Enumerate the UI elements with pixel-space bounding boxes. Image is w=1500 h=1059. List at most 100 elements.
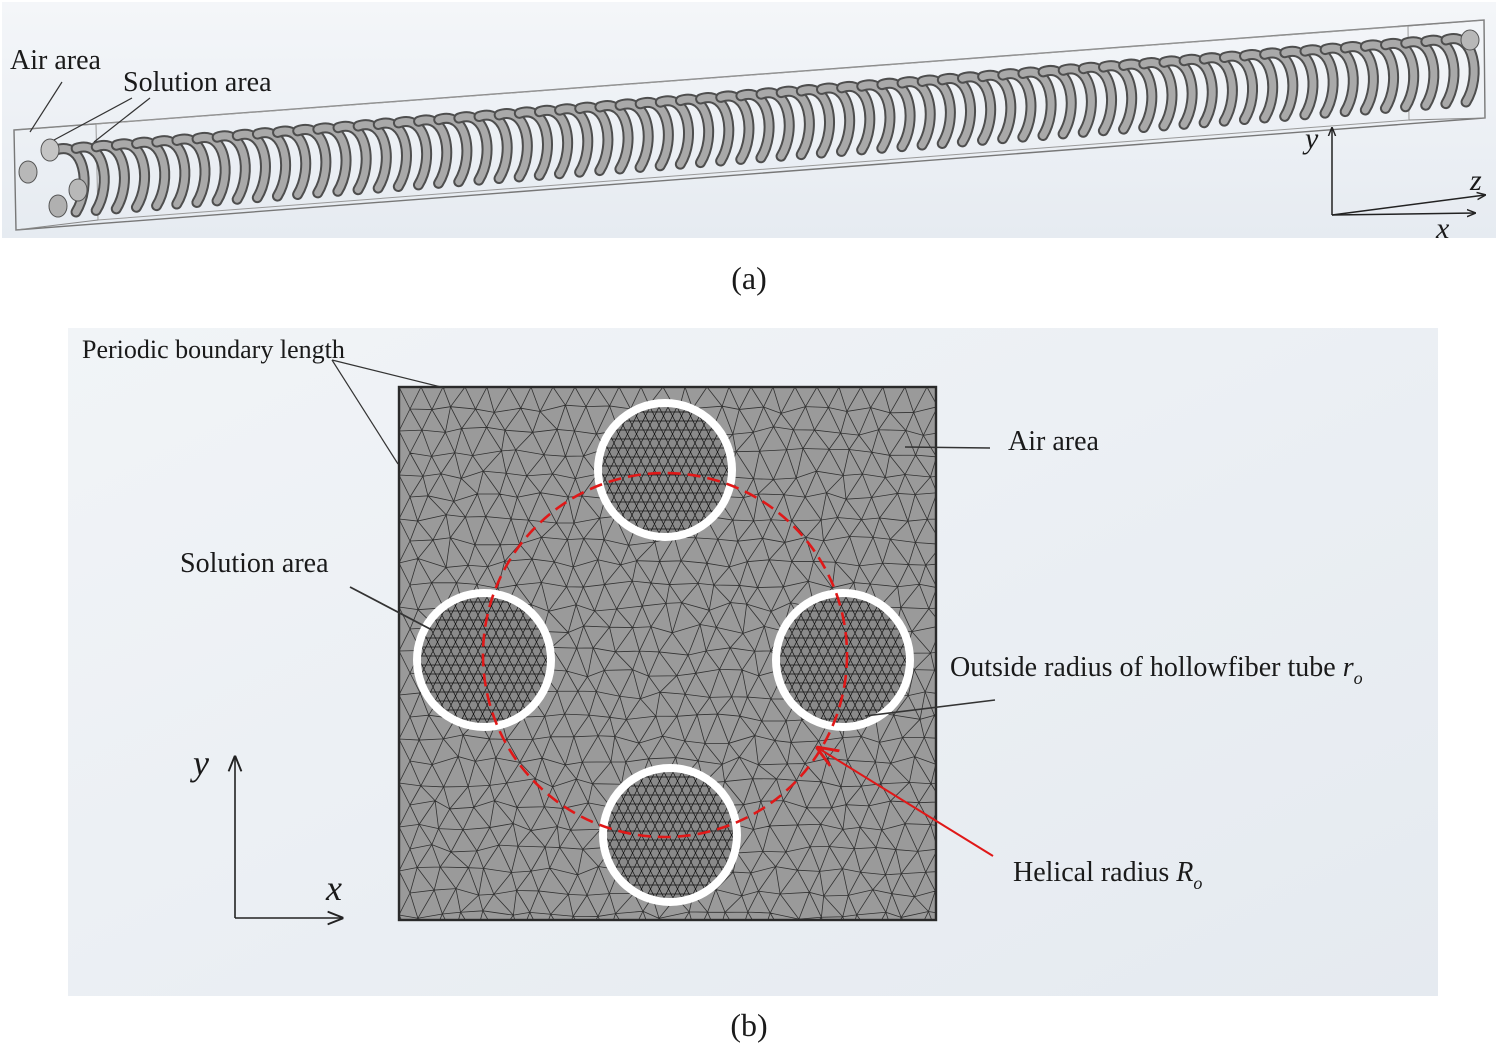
tube-solution-fill: [607, 772, 733, 898]
helix-coil-highlight: [1200, 54, 1236, 125]
helix-coil-highlight: [374, 119, 410, 190]
helix-coil-highlight: [112, 140, 149, 211]
helix-coil-highlight: [636, 98, 672, 170]
helix-coil-highlight: [777, 87, 813, 159]
tube-3: [772, 589, 914, 731]
helix-coil-highlight: [1220, 52, 1257, 124]
helix-coil-highlight: [1442, 35, 1478, 106]
helix-coil-highlight: [193, 133, 229, 205]
solution-area-leader-a2: [93, 97, 151, 143]
helix-coil-highlight: [1261, 49, 1297, 120]
helix-coil-highlight: [1140, 59, 1176, 130]
helix-coil-highlight: [656, 97, 692, 168]
helix-coil-highlight: [1382, 39, 1418, 111]
helix-coil-highlight: [797, 86, 833, 157]
helix-coil-highlight: [1160, 57, 1196, 128]
helix-coil-highlight: [535, 106, 572, 178]
helix-coil-highlight: [314, 124, 350, 195]
helix-coil-highlight: [294, 126, 330, 197]
helix-coil-highlight: [1241, 51, 1277, 122]
helix-coil-highlight: [596, 102, 632, 173]
tube-end-caps: [18, 29, 1480, 218]
tube-wall-ring: [413, 589, 555, 731]
helix-coil-highlight: [274, 127, 310, 198]
helical-radius-label: Helical radius Ro: [1013, 857, 1202, 893]
helix-coil-highlight: [72, 143, 108, 214]
tube-wall-ring: [594, 399, 736, 541]
axis-x-label-a: x: [1435, 212, 1450, 245]
caption-a: (a): [731, 260, 767, 296]
helix-coil-highlight: [999, 70, 1035, 141]
helix-coil-highlight: [515, 108, 551, 179]
helix-coil-highlight: [435, 114, 471, 186]
helix-coil-highlight: [1120, 60, 1156, 132]
solution-area-label-b: Solution area: [180, 548, 329, 579]
helix-coil-highlight: [898, 78, 934, 149]
helix-coil-highlight: [1039, 67, 1075, 138]
helix-coil-highlight: [1019, 68, 1055, 139]
helix-coil-highlight: [334, 122, 370, 194]
helix-coil-highlight: [556, 105, 592, 176]
tube-fine-mesh: [780, 597, 906, 723]
helix-coil-highlight: [173, 135, 209, 206]
tube-wall-ring: [599, 764, 741, 906]
caption-b: (b): [730, 1007, 767, 1043]
hollow-fiber-tubes: [413, 399, 914, 906]
tube-1: [594, 399, 736, 541]
helix-coil-highlight: [52, 145, 88, 216]
air-area-leader-b: [904, 446, 991, 449]
helix-coil-highlight: [878, 79, 914, 151]
helix-coil-highlight: [858, 81, 894, 152]
periodic-boundary-leader-1: [331, 359, 446, 389]
helix-coil-highlight: [354, 121, 390, 192]
helix-coil-highlight: [475, 111, 511, 183]
helix-coil-highlight: [757, 89, 793, 160]
helix-coil-highlight: [1341, 43, 1377, 114]
helix-coil-highlight: [838, 82, 874, 154]
helix-coil-highlight: [918, 76, 954, 147]
axes-a: y z x: [1302, 122, 1485, 245]
helix-coil-highlight: [1059, 65, 1095, 136]
axis-y-label-a: y: [1302, 122, 1319, 155]
air-area-label-b: Air area: [1008, 426, 1100, 457]
periodic-boundary-label: Periodic boundary length: [82, 335, 345, 364]
tube-solution-fill: [780, 597, 906, 723]
helical-radius-circle: [481, 471, 849, 839]
helix-coil-highlight: [818, 84, 854, 155]
outside-radius-leader: [864, 699, 996, 717]
helix-coil-highlight: [1402, 38, 1438, 109]
helix-coil-highlight: [576, 103, 612, 175]
panel-b: Periodic boundary length Air area Soluti…: [68, 328, 1438, 1043]
helix-coil-highlight: [1079, 63, 1116, 135]
helix-coil-highlight: [253, 129, 290, 200]
tube-solution-fill: [602, 407, 728, 533]
periodic-boundary-leader-2: [331, 359, 399, 465]
solution-area-leader-b: [349, 586, 433, 631]
helix-coil-highlight: [1301, 46, 1337, 117]
helix-coil-highlight: [979, 71, 1015, 143]
helix-coil-highlight: [697, 94, 733, 165]
helix-coil-highlight: [1361, 41, 1398, 112]
helix-coil-highlight: [153, 137, 189, 208]
helix-coil-highlight: [233, 130, 269, 202]
helix-coil-highlight: [616, 100, 652, 171]
tube-4: [599, 764, 741, 906]
helix-coil-highlight: [213, 132, 249, 203]
air-area-leader-a: [29, 81, 63, 133]
helix-coil-highlight: [92, 141, 128, 213]
helix-coil-highlight: [394, 118, 431, 189]
air-area-label-a: Air area: [10, 45, 102, 76]
solution-area-leader-a1: [53, 97, 133, 141]
helix-coil-highlight: [455, 113, 491, 184]
outside-radius-label: Outside radius of hollowfiber tube ro: [950, 652, 1363, 688]
helix-coil-highlight: [1422, 36, 1458, 108]
helix-coil-highlight: [1180, 55, 1216, 127]
helix-coil-highlight: [676, 95, 713, 167]
axis-y-label-b: y: [190, 743, 209, 783]
axis-z-label-a: z: [1469, 164, 1482, 197]
tube-fine-mesh: [602, 407, 728, 533]
helical-radius-arrow: [818, 748, 994, 857]
helix-coil-highlight: [133, 138, 169, 210]
helix-coil-highlight: [938, 75, 975, 146]
